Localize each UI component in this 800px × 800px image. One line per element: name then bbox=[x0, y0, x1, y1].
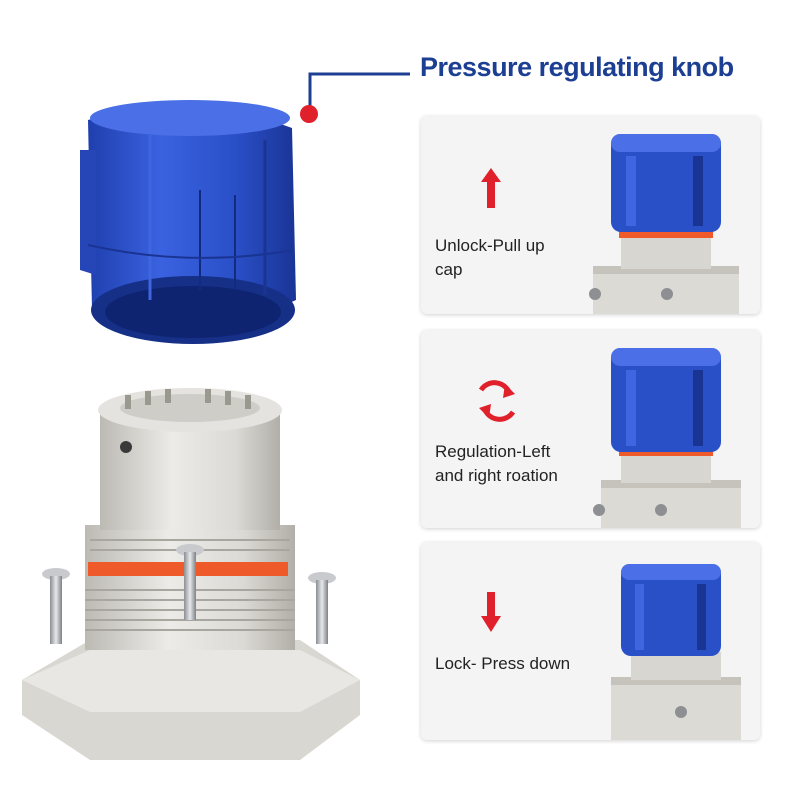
arrow-down-icon bbox=[481, 592, 501, 632]
step-label-unlock-line1: Unlock-Pull up bbox=[435, 236, 545, 255]
screw-left bbox=[42, 568, 70, 644]
callout-marker bbox=[300, 105, 318, 123]
rotate-icon bbox=[478, 380, 516, 422]
step-panel-unlock: Unlock-Pull up cap bbox=[421, 116, 760, 314]
step-label-lock-line1: Lock- Press down bbox=[435, 654, 571, 673]
step-label-regulation-line2: and right roation bbox=[435, 466, 558, 485]
knob-cap bbox=[80, 100, 296, 344]
step-label-regulation-line1: Regulation-Left bbox=[435, 442, 551, 461]
step-panel-regulation: Regulation-Left and right roation bbox=[421, 330, 760, 528]
screw-center bbox=[176, 544, 204, 620]
arrow-up-icon bbox=[481, 168, 501, 208]
knob-regulation-illustration bbox=[593, 348, 741, 528]
page-title: Pressure regulating knob bbox=[420, 52, 734, 82]
knob-lowered-illustration bbox=[611, 564, 741, 740]
step-label-unlock-line2: cap bbox=[435, 260, 463, 279]
regulator-body bbox=[22, 388, 360, 760]
knob-raised-illustration bbox=[589, 134, 739, 314]
step-panel-lock: Lock- Press down bbox=[421, 542, 760, 740]
screw-right bbox=[308, 572, 336, 644]
product-illustration bbox=[22, 100, 360, 760]
